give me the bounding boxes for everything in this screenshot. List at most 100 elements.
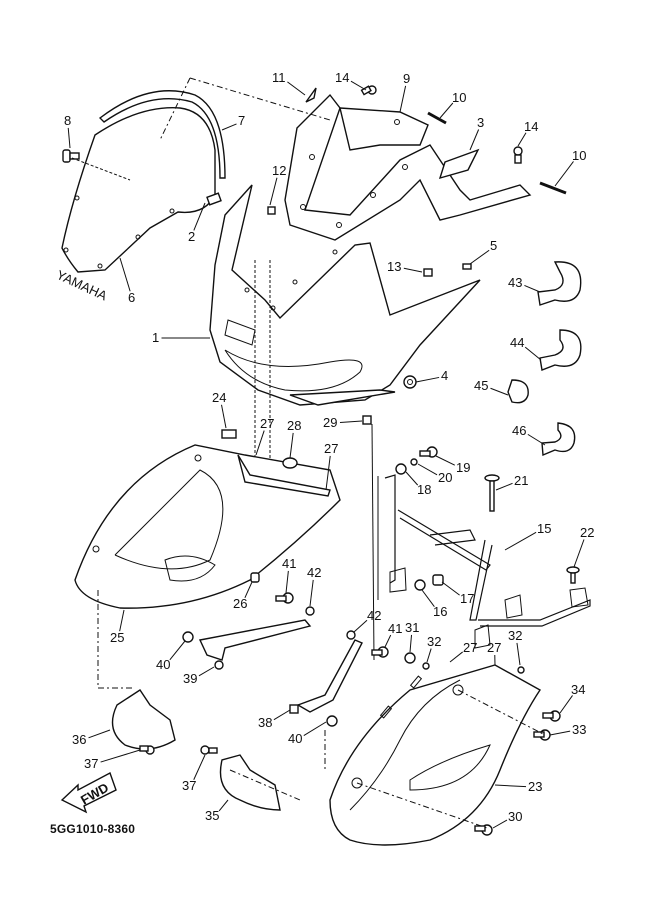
callout-46: 46 — [512, 423, 526, 438]
callout-1: 1 — [152, 330, 159, 345]
screw-37a — [140, 746, 154, 754]
side-panel-left — [75, 445, 340, 608]
callout-40: 40 — [288, 731, 302, 746]
callout-leader-line — [170, 641, 185, 660]
callout-6: 6 — [128, 290, 135, 305]
callout-leader-line — [120, 610, 124, 631]
clamp-43 — [538, 262, 581, 305]
callout-16: 16 — [433, 604, 447, 619]
callout-19: 19 — [456, 460, 470, 475]
clip-11 — [306, 88, 316, 102]
callout-leader-line — [222, 124, 237, 130]
grommet-4 — [404, 376, 416, 388]
callout-40: 40 — [156, 657, 170, 672]
callout-leader-line — [287, 82, 305, 95]
callout-12: 12 — [272, 163, 286, 178]
callout-31: 31 — [405, 620, 419, 635]
clamp-45 — [508, 380, 528, 403]
callout-leader-line — [574, 540, 584, 567]
callout-45: 45 — [474, 378, 488, 393]
callout-11: 11 — [272, 70, 286, 85]
callout-leader-line — [418, 464, 437, 475]
callout-leader-line — [493, 820, 507, 828]
bolt-22 — [567, 567, 579, 583]
callout-32: 32 — [427, 634, 441, 649]
callout-leader-line — [416, 377, 439, 382]
callout-14: 14 — [335, 70, 349, 85]
callout-41: 41 — [388, 621, 402, 636]
callout-39: 39 — [183, 671, 197, 686]
callout-leader-line — [518, 133, 526, 146]
callout-leader-line — [199, 667, 214, 676]
callout-24: 24 — [212, 390, 226, 405]
callout-42: 42 — [367, 608, 381, 623]
callout-leader-line — [440, 103, 453, 118]
callout-37: 37 — [182, 778, 196, 793]
callout-leader-line — [101, 750, 140, 762]
callout-leader-line — [490, 388, 508, 395]
yamaha-logo-mark: YAMAHA — [54, 267, 110, 304]
callout-25: 25 — [110, 630, 124, 645]
screw-30 — [475, 825, 492, 835]
nut-12 — [268, 207, 275, 214]
stay-arm-left — [200, 620, 310, 660]
washer-32a — [423, 663, 429, 669]
collar-31 — [405, 653, 415, 663]
callout-17: 17 — [460, 591, 474, 606]
callout-leader-line — [528, 434, 545, 445]
callout-10: 10 — [572, 148, 586, 163]
windscreen: YAMAHA — [54, 108, 215, 304]
callout-leader-line — [550, 731, 570, 735]
bolt-41a — [276, 593, 293, 603]
callout-leader-line — [304, 722, 326, 736]
callout-leader-line — [120, 258, 130, 291]
callout-leader-line — [495, 785, 526, 787]
screw-34 — [543, 711, 560, 721]
stay-arm-right — [298, 640, 362, 712]
callout-5: 5 — [490, 238, 497, 253]
screw-37b — [201, 746, 217, 754]
callout-27: 27 — [487, 640, 501, 655]
screw-33 — [534, 730, 550, 740]
callout-leader-line — [351, 81, 366, 90]
callout-32: 32 — [508, 628, 522, 643]
callout-leader-line — [470, 250, 489, 264]
nut-40a — [183, 632, 193, 642]
callout-23: 23 — [528, 779, 542, 794]
callout-14: 14 — [524, 119, 538, 134]
callout-8: 8 — [64, 113, 71, 128]
callout-leader-line — [436, 456, 455, 465]
callout-leader-line — [256, 431, 264, 455]
callout-37: 37 — [84, 756, 98, 771]
collar-17 — [433, 575, 443, 585]
screw-14b — [514, 147, 522, 163]
bolt-19 — [420, 447, 437, 457]
callout-leader-line — [400, 86, 406, 112]
callout-30: 30 — [508, 809, 522, 824]
callout-leader-line — [290, 433, 293, 458]
callout-34: 34 — [571, 682, 585, 697]
callout-44: 44 — [510, 335, 524, 350]
collar-16 — [415, 580, 425, 590]
callout-leader-line — [222, 405, 226, 428]
washer-32b — [518, 667, 524, 673]
callout-leader-line — [385, 635, 391, 647]
callout-leader-line — [410, 635, 412, 652]
callout-leader-line — [505, 532, 536, 550]
callout-22: 22 — [580, 525, 594, 540]
callout-28: 28 — [287, 418, 301, 433]
callout-leader-line — [340, 421, 362, 423]
callout-leader-line — [286, 571, 288, 593]
screw-14a — [362, 86, 376, 95]
callout-leader-line — [270, 178, 277, 205]
nut-29 — [363, 416, 371, 424]
callout-leader-line — [517, 643, 520, 665]
clamp-46 — [542, 423, 575, 455]
callout-26: 26 — [233, 596, 247, 611]
callout-42: 42 — [307, 565, 321, 580]
callout-leader-line — [524, 285, 540, 292]
callout-27: 27 — [463, 640, 477, 655]
callout-leader-line — [354, 620, 367, 632]
collar-18 — [396, 464, 406, 474]
